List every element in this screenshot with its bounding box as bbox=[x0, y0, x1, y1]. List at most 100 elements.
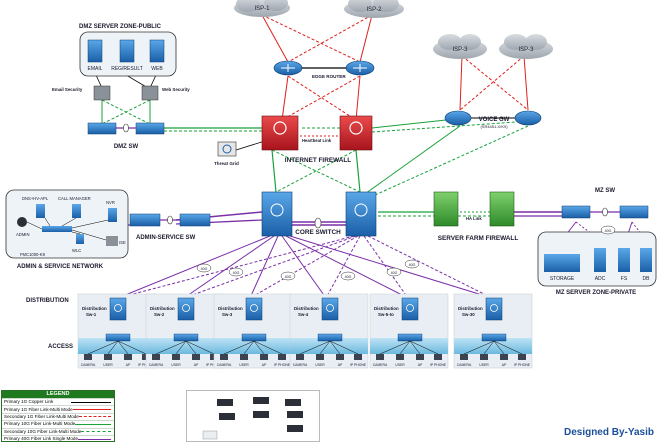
dmz-switches: DMZ SW bbox=[87, 122, 165, 150]
switch-glyph bbox=[490, 304, 498, 312]
ip-phone-icon bbox=[518, 354, 526, 360]
threat-grid-label: Threat Grid bbox=[214, 161, 239, 166]
distribution-switch-label: Distribution bbox=[218, 306, 243, 311]
threat-grid: Threat Grid bbox=[214, 141, 239, 166]
access-device-label: USER bbox=[315, 363, 325, 367]
access-link bbox=[379, 340, 411, 355]
cloud-icon bbox=[433, 34, 487, 59]
server-stack-icon bbox=[253, 397, 269, 404]
access-switch-icon bbox=[173, 333, 199, 342]
distribution-switch-icon bbox=[485, 297, 503, 321]
access-link bbox=[483, 340, 495, 355]
ap-icon bbox=[500, 354, 508, 360]
access-link bbox=[399, 340, 411, 355]
user-icon bbox=[480, 354, 488, 360]
access-switch-icon bbox=[317, 333, 343, 342]
server-stack-icon bbox=[217, 399, 233, 406]
server-stack-icon bbox=[285, 399, 301, 406]
legend-swatch bbox=[81, 431, 111, 433]
access-layer-label: ACCESS bbox=[48, 344, 73, 350]
distribution-switch-sublabel: Sw-3 bbox=[222, 312, 233, 317]
cloud-isp-2: ISP-2 bbox=[344, 0, 404, 18]
access-link bbox=[117, 340, 129, 355]
heartbeat-link-label: Heartbeat Link bbox=[302, 138, 332, 143]
access-link bbox=[185, 340, 215, 355]
access-link bbox=[243, 340, 255, 355]
access-link bbox=[493, 340, 523, 355]
web-security-label: Web Security bbox=[162, 87, 190, 92]
edge-router-label: EDGE ROUTER bbox=[312, 74, 346, 79]
cloud-isp-3b: ISP-3 bbox=[499, 34, 553, 59]
dns-label: DNS+HV-APL bbox=[22, 196, 49, 201]
legend-label: Secondary 1G Fiber Link-Multi Mode bbox=[4, 413, 79, 419]
wlc-label: WLC bbox=[72, 248, 81, 253]
speed-badge-40g: 40G bbox=[345, 275, 352, 279]
access-link bbox=[117, 340, 147, 355]
cluster-thumbnail bbox=[186, 390, 320, 442]
distribution-switch-sublabel: Sw-4 bbox=[298, 312, 309, 317]
camera-icon bbox=[376, 354, 384, 360]
access-link bbox=[185, 340, 197, 355]
distribution-switch-sublabel: Sw-1 bbox=[86, 312, 97, 317]
legend-label: Primary 40G Fiber Link Single Mode bbox=[4, 436, 79, 442]
speed-badge-40g: 40G bbox=[285, 275, 292, 279]
server-farm-firewall-1 bbox=[433, 191, 459, 227]
cloud-icon bbox=[344, 0, 404, 18]
access-device-label: IP PHONE bbox=[274, 363, 291, 367]
distribution-switch-sublabel: Sw-2 bbox=[154, 312, 165, 317]
switch-icon bbox=[42, 226, 72, 232]
ise-label: ISE bbox=[119, 240, 126, 245]
user-icon bbox=[316, 354, 324, 360]
access-link bbox=[155, 340, 187, 355]
ap-icon bbox=[416, 354, 424, 360]
cloud-isp-1: ISP-1 bbox=[234, 0, 290, 17]
server-icon bbox=[618, 248, 630, 272]
voice-gw-1 bbox=[444, 110, 472, 126]
web-server: WEB bbox=[149, 39, 165, 72]
core-switch-icon bbox=[345, 191, 377, 237]
legend-title: LEGEND bbox=[2, 391, 114, 398]
distribution-switch-sublabel: Sw-30 bbox=[462, 312, 475, 317]
access-device-label: USER bbox=[171, 363, 181, 367]
switch-icon bbox=[179, 213, 211, 227]
access-device-label: USER bbox=[479, 363, 489, 367]
ap-icon bbox=[192, 354, 200, 360]
isp-3b-label: ISP-3 bbox=[518, 47, 534, 53]
access-switch-icon bbox=[397, 333, 423, 342]
access-link bbox=[409, 340, 439, 355]
storage-icon bbox=[544, 254, 580, 272]
core-switch-2 bbox=[345, 191, 377, 237]
ap-icon bbox=[336, 354, 344, 360]
legend-swatch bbox=[78, 416, 111, 418]
distribution-layer-label: DISTRIBUTION bbox=[26, 298, 69, 304]
dmz-zone-title: DMZ SERVER ZONE-PUBLIC bbox=[79, 24, 162, 30]
access-link bbox=[87, 340, 119, 355]
switch-glyph bbox=[326, 304, 334, 312]
fs-label: FS bbox=[621, 276, 628, 282]
access-device-label: CAMERA bbox=[457, 363, 472, 367]
legend-label: Secondary 10G Fiber Link-Multi Mode bbox=[4, 428, 82, 434]
firewall-icon bbox=[339, 115, 373, 151]
legend-row: Primary 40G Fiber Link Single Mode bbox=[2, 434, 114, 442]
server-icon bbox=[594, 248, 606, 272]
camera-icon bbox=[152, 354, 160, 360]
distribution-switch-icon bbox=[109, 297, 127, 321]
cluster-thumbnail-graphic bbox=[202, 397, 303, 440]
access-device-label: AP bbox=[502, 363, 507, 367]
appliance-icon bbox=[93, 85, 111, 101]
switch-icon bbox=[561, 205, 591, 219]
access-link bbox=[329, 340, 359, 355]
appliance-icon bbox=[217, 141, 237, 157]
user-icon bbox=[104, 354, 112, 360]
edge-router-2 bbox=[345, 60, 375, 76]
server-farm-firewall-label: SERVER FARM FIREWALL bbox=[438, 235, 519, 242]
edge-router-1 bbox=[273, 60, 303, 76]
access-device-label: AP bbox=[126, 363, 131, 367]
ip-phone-icon bbox=[434, 354, 442, 360]
voice-gw-2 bbox=[514, 110, 542, 126]
switch-glyph bbox=[250, 304, 258, 312]
switch-icon bbox=[87, 122, 117, 135]
